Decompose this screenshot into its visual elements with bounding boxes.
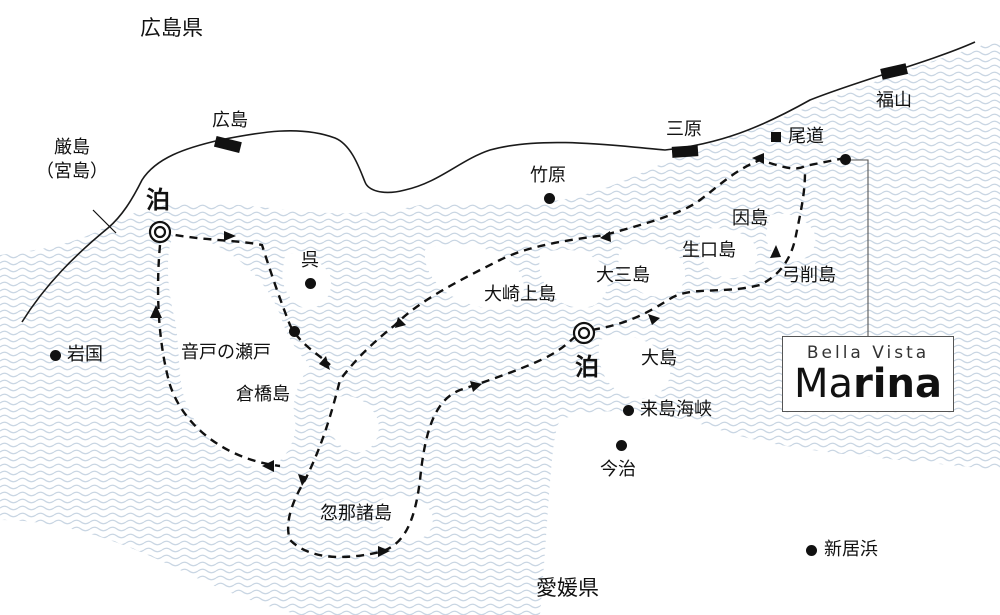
honshu-coastline	[21, 41, 976, 323]
label-station-mihara: 三原	[666, 119, 702, 140]
station-marker-hiroshima	[213, 136, 242, 153]
label-itsukushima: 厳島 （宮島）	[36, 136, 108, 185]
iwakuni-dot	[50, 350, 61, 361]
overnight-stop-marker-west	[148, 220, 172, 244]
overnight-stop-marker-east	[572, 321, 596, 345]
label-station-onomichi: 尾道	[788, 126, 824, 147]
label-ondo-no-seto: 音戸の瀬戸	[181, 342, 271, 363]
imabari-dot	[616, 440, 627, 451]
marina-logo-subtitle: Bella Vista	[806, 343, 930, 363]
takehara-dot	[544, 193, 555, 204]
marina-logo-name-prefix: Ma	[794, 361, 854, 407]
bella-vista-marina-logo: Bella Vista Marina	[782, 336, 954, 412]
ondo-dot	[289, 326, 300, 337]
label-hiroshima-prefecture: 広島県	[140, 16, 203, 40]
niihama-dot	[806, 545, 817, 556]
label-ikuchijima: 生口島	[682, 240, 736, 261]
label-imabari: 今治	[600, 459, 636, 480]
label-kurahashi-island: 倉橋島	[236, 384, 290, 405]
label-station-fukuyama: 福山	[876, 90, 912, 111]
label-kure: 呉	[301, 250, 319, 271]
label-innoshima: 因島	[732, 208, 768, 229]
label-overnight-east: 泊	[575, 353, 599, 381]
marina-leader-line	[846, 159, 869, 336]
label-osakikamijima: 大崎上島	[484, 284, 556, 305]
station-marker-fukuyama	[880, 63, 909, 80]
label-yugeshima: 弓削島	[782, 265, 836, 286]
label-itsukushima-line1: 厳島	[54, 137, 90, 158]
route-arrows	[150, 153, 781, 557]
marina-logo-name: Marina	[783, 361, 953, 407]
label-oshima: 大島	[641, 348, 677, 369]
label-takehara: 竹原	[530, 165, 566, 186]
label-kurushima-strait: 来島海峡	[640, 399, 712, 420]
label-niihama: 新居浜	[824, 539, 878, 560]
islands	[0, 213, 1000, 615]
label-overnight-west: 泊	[146, 186, 170, 214]
onomichi-station-square	[771, 132, 781, 142]
kurushima-dot	[623, 405, 634, 416]
label-station-hiroshima: 広島	[212, 110, 248, 131]
label-ehime-prefecture: 愛媛県	[536, 576, 599, 600]
cruise-route	[156, 156, 846, 559]
marina-logo-name-suffix: rina	[853, 361, 942, 407]
label-kutsuna-islands: 忽那諸島	[320, 503, 392, 524]
label-omishima: 大三島	[596, 265, 650, 286]
label-iwakuni: 岩国	[67, 344, 103, 365]
label-itsukushima-line2: （宮島）	[36, 161, 108, 183]
itsukushima-pointer	[92, 209, 117, 234]
kure-dot	[305, 278, 316, 289]
onomichi-dot	[840, 154, 851, 165]
station-marker-mihara	[671, 145, 699, 158]
